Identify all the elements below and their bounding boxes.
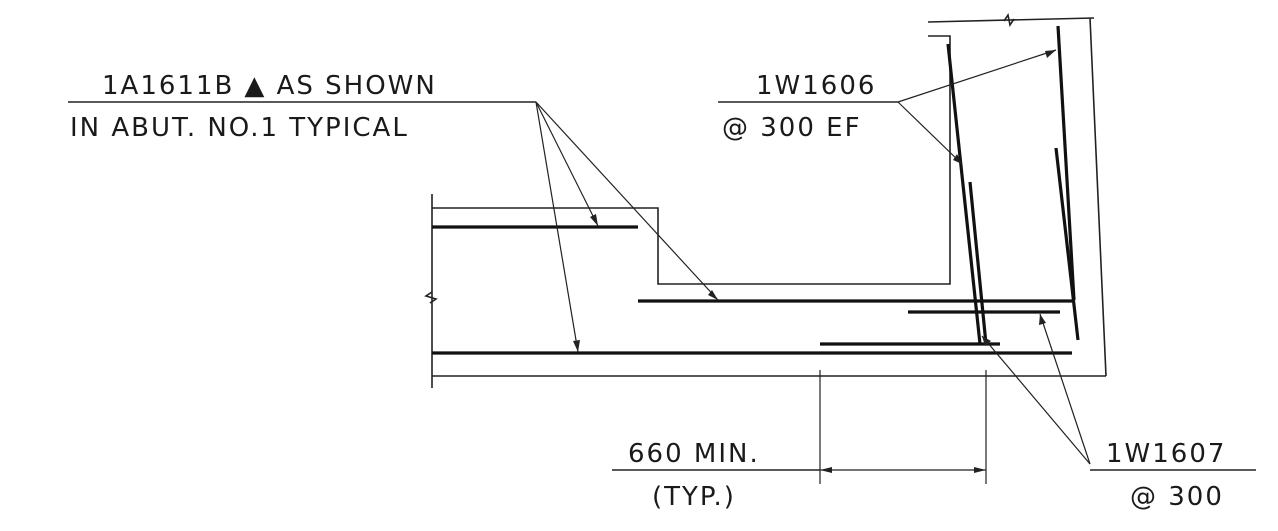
arrow-6 <box>982 336 991 346</box>
left-break-mark <box>424 291 438 304</box>
label-1w1606-spacing: @ 300 EF <box>722 113 862 143</box>
label-1w1607-spacing: @ 300 <box>1130 482 1224 512</box>
arrow-1 <box>590 214 598 226</box>
arrow-2 <box>708 290 718 300</box>
rebar-wall-front <box>946 43 982 345</box>
label-1w1606: 1W1606 @ 300 EF <box>718 71 898 143</box>
rebar-1607-vertical-b <box>1054 147 1080 341</box>
leader-lines <box>535 49 1091 484</box>
wall-back-line <box>1089 17 1107 377</box>
slab-seat-outline <box>432 35 951 285</box>
arrow-4 <box>1045 50 1056 58</box>
label-lap-length: 660 MIN. (TYP.) <box>612 439 820 512</box>
label-1a1611b-line2: IN ABUT. NO.1 TYPICAL <box>70 113 409 143</box>
label-1a1611b: 1A1611B ▲ AS SHOWN IN ABUT. NO.1 TYPICAL <box>68 71 536 143</box>
label-lap-length-value: 660 MIN. <box>628 439 760 469</box>
top-break-mark <box>1003 12 1015 28</box>
dim-arrow-left <box>820 467 832 473</box>
triangle-symbol-icon: ▲ <box>244 71 266 101</box>
label-1w1606-mark: 1W1606 <box>756 71 876 101</box>
rebar-1607-vertical-a <box>968 181 988 345</box>
arrow-7 <box>1039 314 1046 325</box>
label-lap-length-note: (TYP.) <box>652 482 736 512</box>
rebar-group <box>432 25 1080 355</box>
wall-top-break-line <box>927 17 1095 23</box>
rebar-wall-back <box>1056 25 1076 301</box>
arrow-3 <box>573 340 580 352</box>
mark-1a1611b: 1A1611B <box>102 71 234 101</box>
arrow-5 <box>953 154 962 164</box>
label-1w1607: 1W1607 @ 300 <box>1090 439 1256 512</box>
as-shown-text: AS SHOWN <box>266 71 437 101</box>
label-1a1611b-line1: 1A1611B ▲ AS SHOWN <box>102 71 437 101</box>
label-1w1607-mark: 1W1607 <box>1106 439 1226 469</box>
dim-arrow-right <box>974 467 986 473</box>
